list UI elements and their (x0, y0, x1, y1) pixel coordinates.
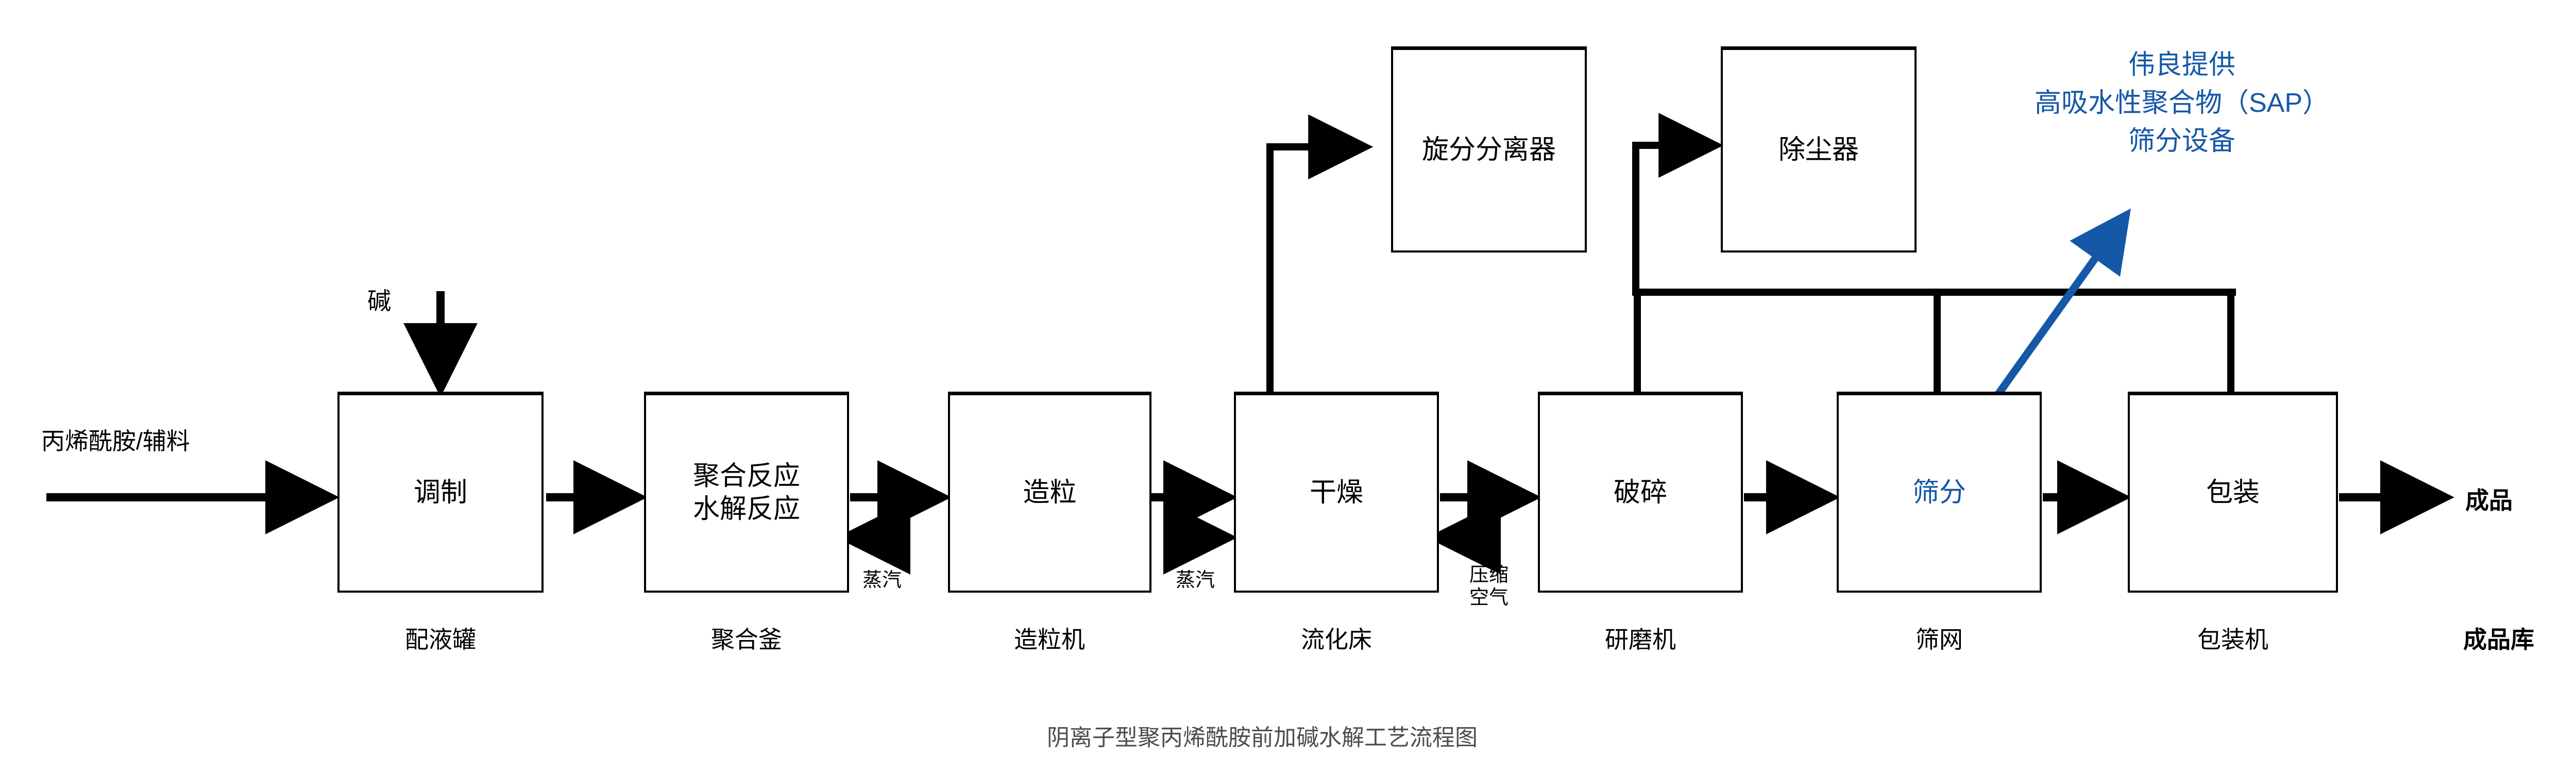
pipe-manifold-to-chuchen (1632, 113, 1724, 292)
process-box-ganzao[interactable]: 干燥 (1234, 392, 1439, 593)
caption-peiyeguan: 配液罐 (405, 626, 476, 653)
process-box-label-line2: 水解反应 (692, 494, 800, 524)
process-box-label: 聚合反应 (692, 461, 800, 492)
caption-chengpinku: 成品库 (2463, 626, 2534, 653)
label-product-output: 成品 (2465, 487, 2513, 514)
label-alkali: 碱 (367, 288, 391, 314)
process-box-label: 筛分 (1912, 477, 1966, 508)
process-box-shaifen[interactable]: 筛分 (1837, 392, 2042, 593)
caption-zaolij: 造粒机 (1014, 626, 1085, 653)
process-box-label: 调制 (413, 477, 467, 508)
aux-box-dust-collector[interactable]: 除尘器 (1721, 46, 1917, 253)
annotation-text: 伟良提供 高吸水性聚合物（SAP） 筛分设备 (2034, 50, 2330, 156)
caption-baozhuangji: 包装机 (2197, 626, 2268, 653)
process-box-label: 干燥 (1309, 477, 1363, 508)
process-box-zaoli[interactable]: 造粒 (948, 392, 1151, 593)
aux-box-cyclone-separator[interactable]: 旋分分离器 (1391, 46, 1587, 253)
diagram-title: 阴离子型聚丙烯酰胺前加碱水解工艺流程图 (1047, 725, 1478, 750)
caption-shaiwang: 筛网 (1916, 626, 1963, 653)
process-box-juhe[interactable]: 聚合反应 水解反应 (644, 392, 849, 593)
caption-liuhuachuang: 流化床 (1301, 626, 1372, 653)
label-feed-material: 丙烯酰胺/辅料 (41, 428, 190, 455)
label-steam-2: 蒸汽 (1175, 569, 1215, 591)
aux-box-label: 除尘器 (1778, 135, 1859, 165)
process-box-label: 破碎 (1613, 477, 1667, 508)
caption-juhefu: 聚合釜 (711, 626, 782, 653)
caption-yanmoji: 研磨机 (1605, 626, 1676, 653)
process-box-tiaozhi[interactable]: 调制 (337, 392, 544, 593)
label-compressed-air: 压缩 空气 (1469, 564, 1509, 609)
process-box-baozhuang[interactable]: 包装 (2128, 392, 2338, 593)
process-box-label: 包装 (2206, 477, 2260, 508)
process-box-posui[interactable]: 破碎 (1538, 392, 1743, 593)
aux-box-label: 旋分分离器 (1421, 135, 1556, 165)
label-steam-1: 蒸汽 (862, 569, 902, 591)
process-box-label: 造粒 (1023, 477, 1077, 508)
pipe-ganzao-to-xuanfen (1266, 114, 1374, 392)
